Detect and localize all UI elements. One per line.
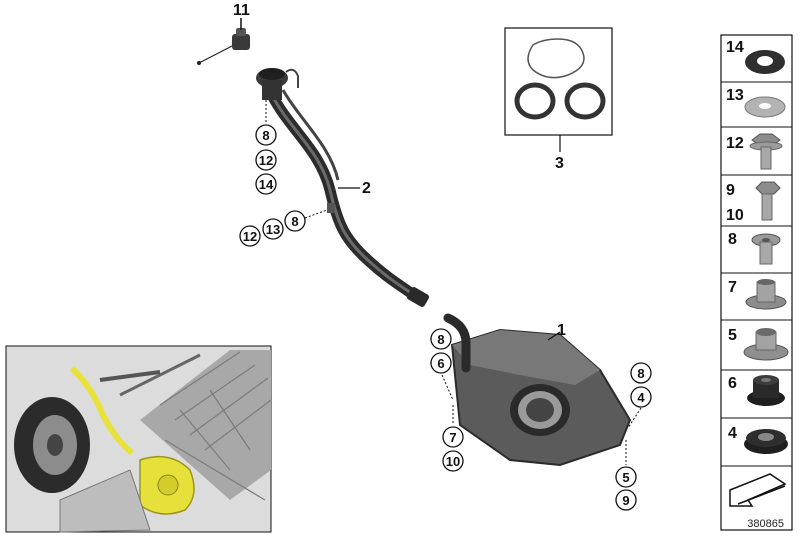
callout-tank-right-5: 5 — [615, 466, 637, 488]
filler-pipe-part — [256, 68, 430, 307]
fuel-tank-part — [443, 313, 632, 467]
svg-text:12: 12 — [243, 229, 257, 244]
callout-hose-14: 14 — [255, 173, 277, 195]
vent-valve-part — [197, 18, 250, 65]
svg-text:4: 4 — [637, 390, 645, 405]
legend-label-8: 8 — [728, 231, 737, 248]
svg-text:7: 7 — [449, 430, 456, 445]
legend-label-7: 7 — [728, 279, 737, 296]
vehicle-inset-view — [5, 345, 272, 533]
svg-text:5: 5 — [622, 470, 629, 485]
svg-text:6: 6 — [437, 356, 444, 371]
legend-label-4: 4 — [728, 425, 737, 442]
legend-label-12: 12 — [726, 135, 744, 152]
svg-text:8: 8 — [291, 214, 298, 229]
svg-text:8: 8 — [262, 128, 269, 143]
callout-clip-8: 8 — [284, 210, 306, 232]
washer-icon — [745, 50, 785, 74]
callout-hose-12: 12 — [255, 149, 277, 171]
callout-tank-left-6: 6 — [430, 352, 452, 374]
callout-3: 3 — [555, 155, 564, 172]
callout-tank-left-7: 7 — [442, 426, 464, 448]
legend-label-9: 9 — [726, 182, 735, 199]
callout-11: 11 — [233, 2, 250, 19]
diagram-number: 380865 — [747, 518, 784, 530]
svg-text:14: 14 — [259, 177, 274, 192]
callout-clip-12: 12 — [239, 225, 261, 247]
hex-bolt-icon — [755, 181, 781, 221]
legend-label-10: 10 — [726, 207, 744, 224]
legend-label-13: 13 — [726, 87, 744, 104]
legend-label-6: 6 — [728, 375, 737, 392]
svg-text:12: 12 — [259, 153, 273, 168]
callout-tank-right-8: 8 — [630, 362, 652, 384]
callout-2: 2 — [362, 180, 371, 197]
svg-text:8: 8 — [437, 332, 444, 347]
callout-tank-right-9: 9 — [615, 489, 637, 511]
hex-bolt-flange-icon — [749, 133, 783, 170]
grommet-icon — [744, 429, 788, 454]
callout-hose-8: 8 — [255, 124, 277, 146]
bushing-icon — [743, 328, 789, 361]
callout-1: 1 — [557, 322, 566, 339]
legend-label-14: 14 — [726, 39, 744, 56]
callout-tank-left-10: 10 — [442, 450, 464, 472]
svg-text:8: 8 — [637, 366, 644, 381]
legend-label-5: 5 — [728, 327, 737, 344]
callout-tank-left-8: 8 — [430, 328, 452, 350]
seal-kit-box — [504, 27, 613, 136]
collar-screw-icon — [751, 233, 781, 265]
svg-text:10: 10 — [446, 454, 460, 469]
svg-text:9: 9 — [622, 493, 629, 508]
rubber-mount-icon — [747, 375, 785, 406]
spacer-sleeve-icon — [745, 279, 787, 310]
flat-washer-icon — [744, 96, 786, 118]
arrow-direction-icon — [729, 473, 787, 507]
svg-text:13: 13 — [266, 222, 280, 237]
callout-clip-13: 13 — [262, 218, 284, 240]
callout-tank-right-4: 4 — [630, 386, 652, 408]
side-legend: 14 13 12 9 10 8 — [720, 34, 793, 531]
